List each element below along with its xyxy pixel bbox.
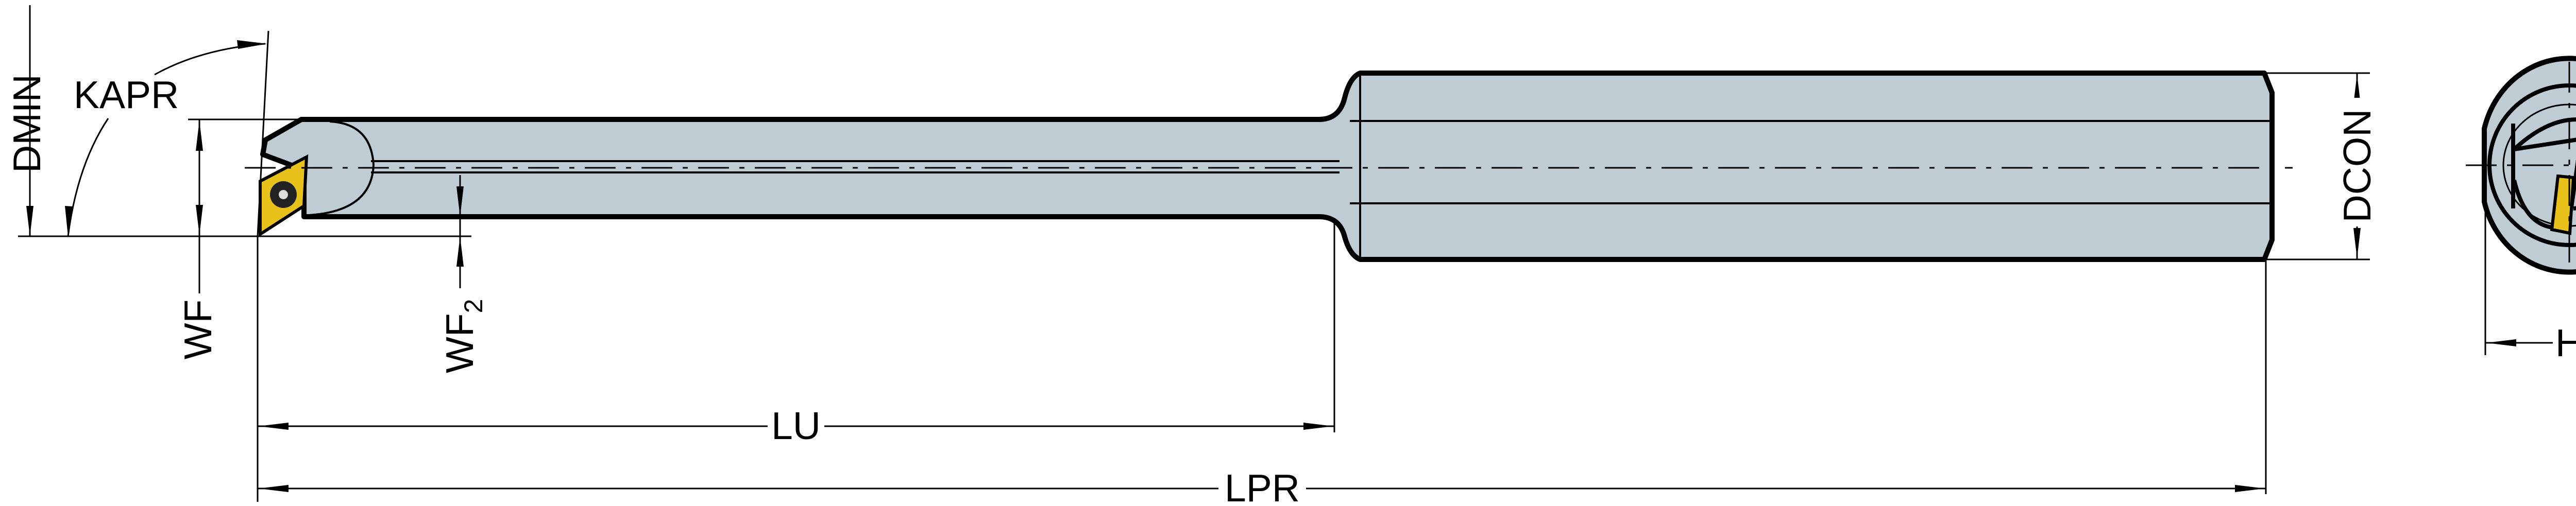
kapr-ref-line — [257, 30, 269, 237]
kapr-label: KAPR — [74, 73, 179, 116]
h-label: H — [2555, 321, 2576, 364]
dmin-arrow — [26, 206, 33, 236]
lu-label-bg — [768, 402, 824, 443]
end-view — [2466, 56, 2576, 275]
end-view-head — [2511, 117, 2576, 230]
wf-arrow-top — [196, 120, 203, 151]
wf2-arrow-bottom — [456, 236, 464, 267]
lpr-label: LPR — [1225, 466, 1300, 506]
dcon-arrow-bottom — [2353, 228, 2361, 258]
kapr-arc-upper — [154, 43, 266, 76]
wf2-label-sub: 2 — [459, 299, 488, 313]
head-clamp-curve — [309, 120, 375, 216]
lu-arrow-right — [1303, 423, 1333, 430]
kapr-arrow-upper — [237, 40, 267, 49]
wf2-label-main: WF — [438, 313, 481, 373]
lpr-label-bg — [1218, 463, 1306, 504]
dcon-arrow-top — [2353, 74, 2361, 104]
wf2-label: WF2 — [438, 299, 488, 373]
lpr-arrow-left — [259, 485, 289, 492]
torx-icon — [279, 190, 288, 199]
wf2-arrow-top — [456, 186, 464, 217]
dmin-label: DMIN — [5, 74, 48, 173]
kapr-arrow-lower — [65, 206, 73, 236]
wf-label: WF — [176, 300, 219, 360]
kapr-arc-lower — [67, 118, 109, 237]
boring-bar-shank — [260, 71, 2275, 262]
wf-arrow-bottom — [196, 205, 203, 235]
lpr-arrow-right — [2235, 485, 2265, 492]
dcon-label: DCON — [2335, 109, 2379, 223]
lu-label: LU — [771, 404, 821, 447]
lu-arrow-left — [259, 423, 289, 430]
h-label-bg — [2553, 319, 2576, 360]
h-arrow-left — [2486, 339, 2516, 346]
dcon-label-bg — [2336, 98, 2378, 226]
